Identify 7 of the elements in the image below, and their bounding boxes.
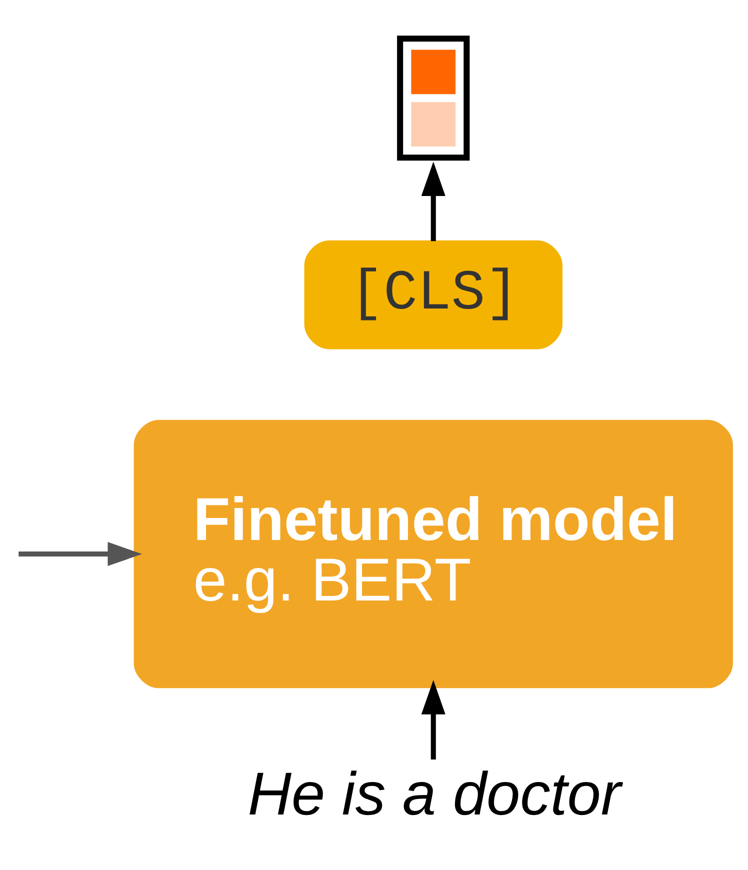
- node-bar: [396, 36, 470, 161]
- arrow: [18, 542, 142, 566]
- arrow: [420, 680, 445, 760]
- node-box: [CLS]: [304, 240, 562, 350]
- arrow: [420, 162, 445, 242]
- node-text: He is a doctor: [247, 759, 621, 828]
- node-box: Finetuned model e.g. BERT: [133, 420, 732, 688]
